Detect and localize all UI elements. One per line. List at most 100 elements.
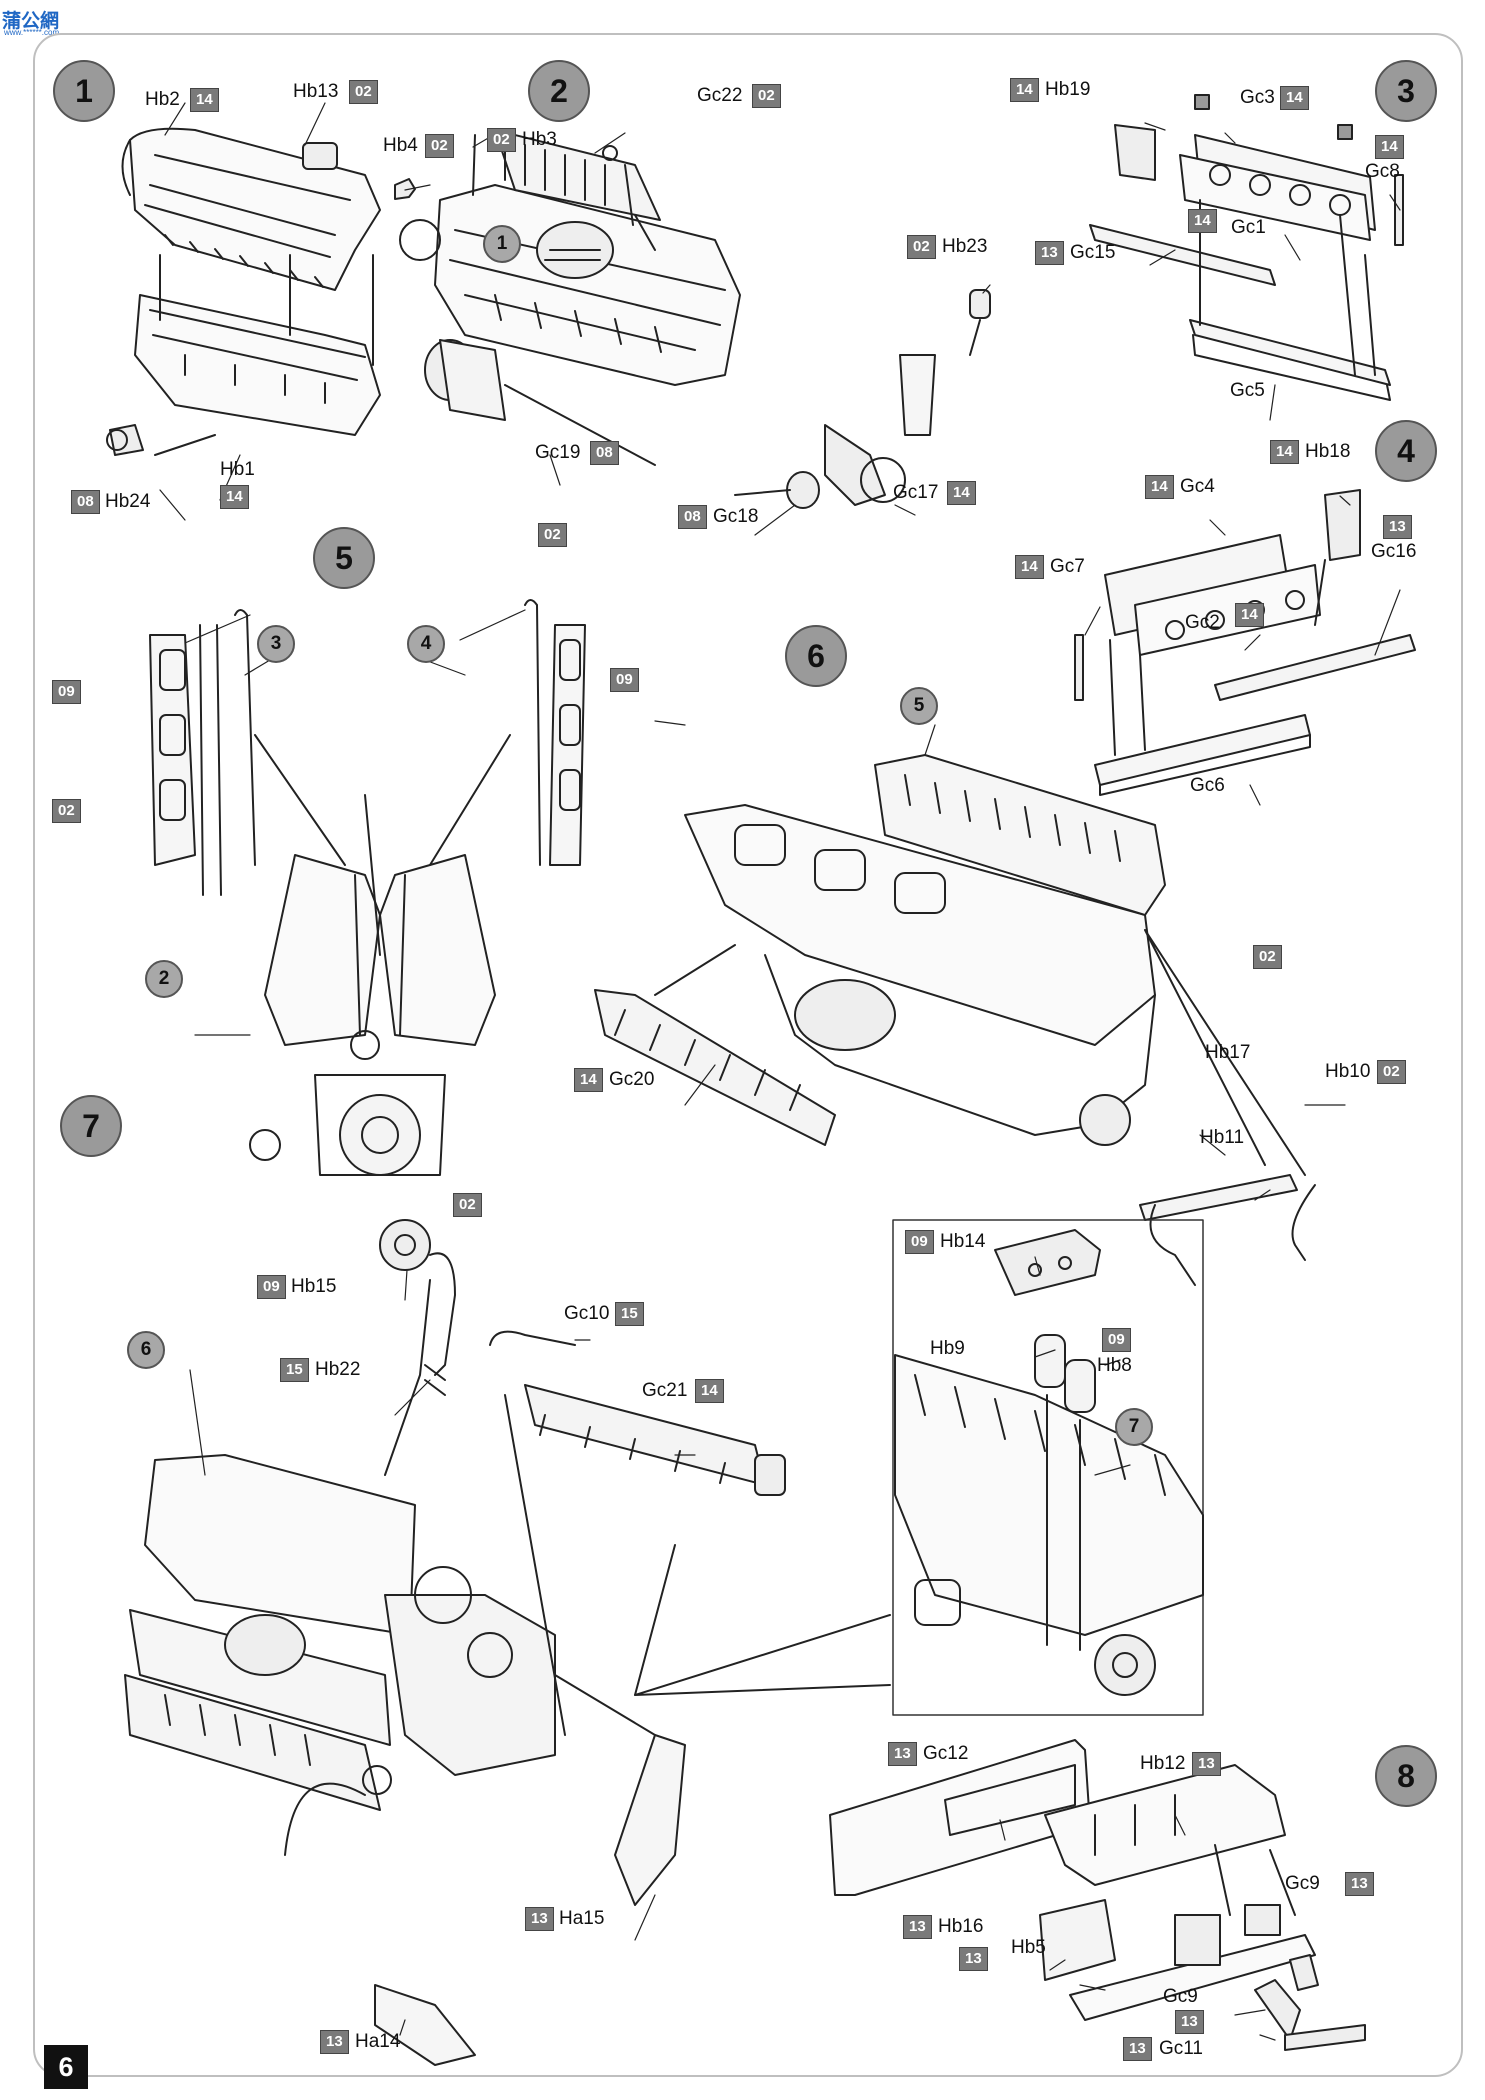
step-8-marker: 8 <box>1375 1745 1437 1807</box>
part-hb3-label: Hb3 <box>522 129 557 150</box>
part-hb5-code: 13 <box>959 1947 988 1971</box>
part-hb3-code: 02 <box>487 128 516 152</box>
part-ha14-label: Ha14 <box>355 2031 401 2052</box>
step5-right-09-code: 09 <box>610 668 639 692</box>
step7-drawing <box>124 1219 891 2066</box>
part-gc17-code: 14 <box>947 481 976 505</box>
step-1-marker: 1 <box>53 60 115 122</box>
part-gc22-code: 02 <box>752 84 781 108</box>
part-gc5-label: Gc5 <box>1230 380 1265 401</box>
part-hb1-label: Hb1 <box>220 459 255 480</box>
part-hb10-label: Hb10 <box>1325 1061 1371 1082</box>
part-hb13-code: 02 <box>349 80 378 104</box>
step7-inset-drawing <box>894 1229 1204 1696</box>
watermark-logo: 蒲公網 <box>2 6 59 33</box>
part-gc15-code: 13 <box>1035 241 1064 265</box>
part-gc10-code: 15 <box>615 1302 644 1326</box>
step2-drawing <box>399 129 991 509</box>
step-7-marker: 7 <box>60 1095 122 1157</box>
part-ha14-code: 13 <box>320 2030 349 2054</box>
part-hb17-label: Hb17 <box>1205 1042 1251 1063</box>
part-ha15-label: Ha15 <box>559 1908 605 1929</box>
part-gc8-code: 14 <box>1375 135 1404 159</box>
part-hb2-label: Hb2 <box>145 89 180 110</box>
part-hb4-code: 02 <box>425 134 454 158</box>
part-hb5-label: Hb5 <box>1011 1937 1046 1958</box>
step8-drawing <box>829 1739 1366 2051</box>
watermark-text: 蒲公網 <box>2 11 60 32</box>
step4-drawing <box>1074 489 1416 796</box>
subassembly-ref-3: 3 <box>257 625 295 663</box>
part-hb13-label: Hb13 <box>293 81 339 102</box>
part-gc2-label: Gc2 <box>1185 612 1220 633</box>
part-hb23-label: Hb23 <box>942 236 988 257</box>
step-6-marker: 6 <box>785 625 847 687</box>
part-hb14-label: Hb14 <box>940 1231 986 1252</box>
part-gc3-label: Gc3 <box>1240 87 1275 108</box>
part-hb4-label: Hb4 <box>383 135 418 156</box>
leader-lines <box>159 102 1401 2041</box>
part-hb23-code: 02 <box>907 235 936 259</box>
part-hb12-code: 13 <box>1192 1752 1221 1776</box>
subassembly-ref-1: 1 <box>483 225 521 263</box>
part-hb24-code: 08 <box>71 490 100 514</box>
part-gc11-code: 13 <box>1123 2037 1152 2061</box>
subassembly-ref-2: 2 <box>145 960 183 998</box>
part-gc9b-label: Gc9 <box>1163 1986 1198 2007</box>
part-hb22-label: Hb22 <box>315 1359 361 1380</box>
part-hb18-code: 14 <box>1270 440 1299 464</box>
page-number: 6 <box>44 2045 88 2089</box>
step-3-marker: 3 <box>1375 60 1437 122</box>
instruction-sheet: 1 2 3 4 5 6 7 8 1 2 3 4 5 6 7 Hb2 14 Hb1… <box>33 33 1463 2077</box>
step6-drawing <box>594 754 1316 1286</box>
part-gc17-label: Gc17 <box>893 482 939 503</box>
part-gc7-code: 14 <box>1015 555 1044 579</box>
part-hb19-label: Hb19 <box>1045 79 1091 100</box>
step5-left-09-code: 09 <box>52 680 81 704</box>
part-gc10-label: Gc10 <box>564 1303 610 1324</box>
part-hb15-code: 09 <box>257 1275 286 1299</box>
part-gc9a-code: 13 <box>1345 1872 1374 1896</box>
part-gc19-label: Gc19 <box>535 442 581 463</box>
part-gc16-code: 13 <box>1383 515 1412 539</box>
step7-inset-frame <box>892 1219 1204 1716</box>
part-hb22-code: 15 <box>280 1358 309 1382</box>
part-hb24-label: Hb24 <box>105 491 151 512</box>
part-gc12-code: 13 <box>888 1742 917 1766</box>
part-gc7-label: Gc7 <box>1050 556 1085 577</box>
step1-drawing <box>106 127 416 456</box>
part-gc20-label: Gc20 <box>609 1069 655 1090</box>
step-2-marker: 2 <box>528 60 590 122</box>
step3-drawing <box>1089 94 1404 401</box>
subassembly-ref-6: 6 <box>127 1331 165 1369</box>
part-gc4-code: 14 <box>1145 475 1174 499</box>
part-gc3-code: 14 <box>1280 86 1309 110</box>
part-gc18-label: Gc18 <box>713 506 759 527</box>
part-hb1-code: 14 <box>220 485 249 509</box>
subassembly-ref-7: 7 <box>1115 1408 1153 1446</box>
line-art-drawings <box>106 94 1416 2066</box>
part-hb2-code: 14 <box>190 88 219 112</box>
watermark-url: www.******.com <box>4 28 60 37</box>
part-gc18-code: 08 <box>678 505 707 529</box>
part-gc9b-code: 13 <box>1175 2010 1204 2034</box>
part-gc11-label: Gc11 <box>1159 2038 1204 2059</box>
step5-drawing <box>149 599 586 1176</box>
step5-top-code: 02 <box>538 523 567 547</box>
part-gc20-code: 14 <box>574 1068 603 1092</box>
part-hb8-code: 09 <box>1102 1328 1131 1352</box>
part-hb8-label: Hb8 <box>1097 1355 1132 1376</box>
part-gc6-label: Gc6 <box>1190 775 1225 796</box>
part-gc16-label: Gc16 <box>1371 541 1417 562</box>
step-4-marker: 4 <box>1375 420 1437 482</box>
part-hb18-label: Hb18 <box>1305 441 1351 462</box>
part-hb14-code: 09 <box>905 1230 934 1254</box>
part-hb12-label: Hb12 <box>1140 1753 1186 1774</box>
subassembly-ref-4: 4 <box>407 625 445 663</box>
part-hb16-code: 13 <box>903 1915 932 1939</box>
part-gc21-code: 14 <box>695 1379 724 1403</box>
part-gc15-label: Gc15 <box>1070 242 1116 263</box>
part-gc1-code: 14 <box>1188 209 1217 233</box>
step5-left-02-code: 02 <box>52 799 81 823</box>
part-hb17-code: 02 <box>1253 945 1282 969</box>
